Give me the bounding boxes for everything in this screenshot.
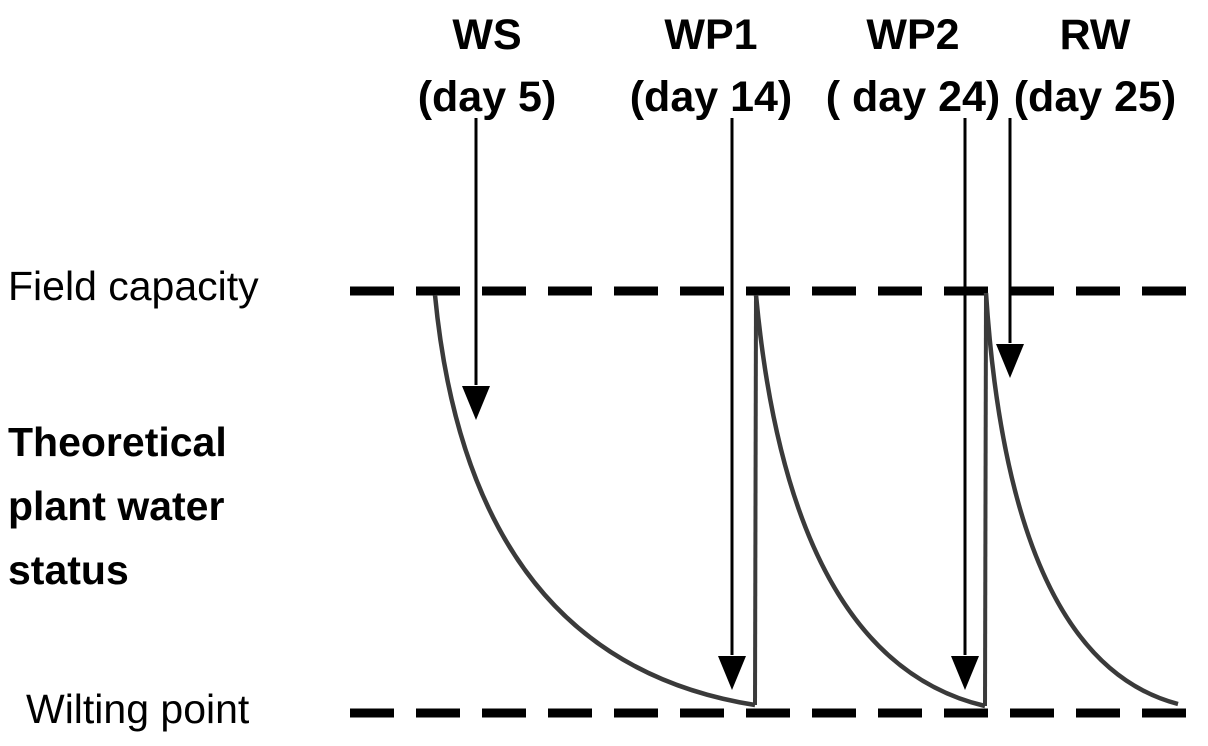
event-day: (day 5)	[417, 73, 557, 121]
wilting-point-label: Wilting point	[26, 686, 250, 732]
y-axis-title-line: status	[8, 547, 129, 593]
arrow-ws	[462, 118, 490, 420]
arrow-wp1	[718, 118, 746, 690]
decline-curve-1	[432, 294, 756, 708]
event-name: WP1	[664, 11, 758, 59]
event-day: (day 14)	[629, 73, 793, 121]
event-label-rw: RW (day 25)	[975, 4, 1208, 128]
event-label-ws: WS (day 5)	[367, 4, 607, 128]
field-capacity-label: Field capacity	[8, 263, 259, 309]
event-day: ( day 24)	[825, 73, 1001, 121]
rewatering-line-2	[983, 292, 988, 707]
y-axis-title: Theoretical plant water status	[8, 410, 227, 602]
event-name: WS	[452, 11, 522, 59]
decline-curve-2	[753, 294, 986, 709]
rewatering-line-1	[753, 294, 758, 706]
event-name: WP2	[866, 11, 960, 59]
arrow-rw	[996, 118, 1024, 378]
decline-curve-3	[983, 292, 1179, 707]
event-day: (day 25)	[1013, 73, 1177, 121]
arrow-wp2	[951, 118, 979, 690]
event-name: RW	[1059, 11, 1131, 59]
event-label-wp2: WP2 ( day 24)	[793, 4, 1033, 128]
y-axis-title-line: plant water	[8, 483, 225, 529]
y-axis-title-line: Theoretical	[8, 419, 227, 465]
event-label-wp1: WP1 (day 14)	[591, 4, 831, 128]
